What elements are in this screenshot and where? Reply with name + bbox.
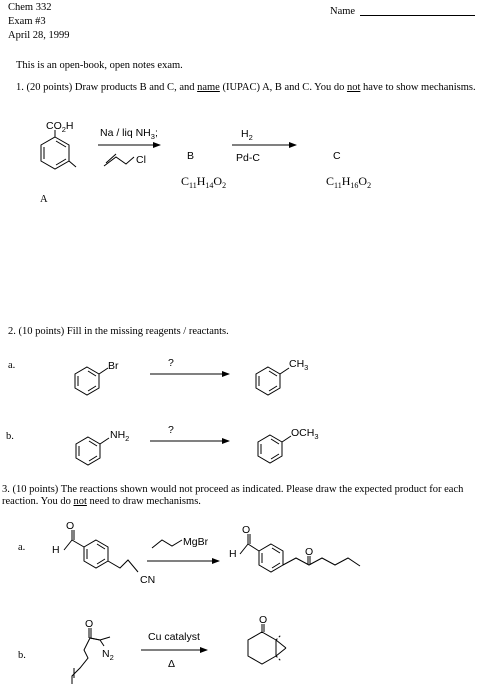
allyl-chloride-cl: Cl (136, 154, 146, 166)
q2b-anisole-structure (257, 434, 292, 464)
q3a-reactant-o: O (66, 520, 74, 532)
compound-a-structure (40, 130, 77, 170)
q2b-aniline-structure (75, 436, 110, 466)
intro-text: This is an open-book, open notes exam. (16, 60, 183, 71)
q3a-reactant-structure (63, 530, 139, 573)
q3a-label: a. (18, 542, 26, 553)
allyl-chloride-structure (103, 156, 135, 167)
name-blank-line[interactable] (360, 15, 475, 16)
q3a-product-o1: O (242, 524, 250, 536)
q3a-product-h: H (229, 548, 237, 560)
q3b-heat-symbol: Δ (168, 658, 175, 670)
q1-instructions: 1. (20 points) Draw products B and C, an… (16, 82, 476, 93)
q3a-product-o2: O (305, 546, 313, 558)
q3b-reagent-cu: Cu catalyst (148, 631, 200, 643)
compound-a-carboxyl: CO2H (46, 120, 74, 134)
q3a-reactant-cn: CN (140, 574, 155, 586)
q1-reagent-2b: Pd-C (236, 152, 260, 164)
q2a-bromobenzene-structure (74, 366, 109, 396)
q3b-label: b. (18, 650, 26, 661)
q2a-reagent-unknown: ? (168, 357, 174, 369)
exam-date: April 28, 1999 (8, 30, 70, 41)
q3b-reactant-structure (71, 628, 111, 684)
q2a-label: a. (8, 360, 16, 371)
q3b-reactant-n2: N2 (102, 648, 114, 662)
name-label: Name (330, 6, 356, 17)
q3a-propyl-structure (151, 539, 183, 549)
q3b-reactant-o: O (85, 618, 93, 630)
label-compound-c: C (333, 150, 341, 162)
q3b-product-structure (247, 624, 287, 665)
q2a-toluene-structure (255, 366, 290, 396)
q2-heading: 2. (10 points) Fill in the missing reage… (8, 326, 229, 337)
q2b-label: b. (6, 431, 14, 442)
q1-reagent-1: Na / liq NH3; (100, 127, 158, 141)
q2a-ch3: CH3 (289, 358, 308, 372)
q2b-och3: OCH3 (291, 427, 319, 441)
formula-b: C11H14O2 (181, 174, 226, 190)
formula-c: C11H16O2 (326, 174, 371, 190)
q2a-br: Br (108, 360, 119, 372)
q1-reagent-2: H2 (241, 128, 253, 142)
label-compound-b: B (187, 150, 194, 162)
exam-number: Exam #3 (8, 16, 46, 27)
course-title: Chem 332 (8, 2, 52, 13)
q3a-reagent-mgbr: MgBr (183, 536, 209, 548)
q3-instructions: 3. (10 points) The reactions shown would… (2, 484, 464, 507)
q2b-nh2: NH2 (110, 429, 129, 443)
q3b-product-o: O (259, 614, 267, 626)
q3a-reactant-h: H (52, 544, 60, 556)
label-compound-a: A (40, 194, 48, 205)
q2b-reagent-unknown: ? (168, 424, 174, 436)
q3a-product-structure (239, 534, 361, 573)
